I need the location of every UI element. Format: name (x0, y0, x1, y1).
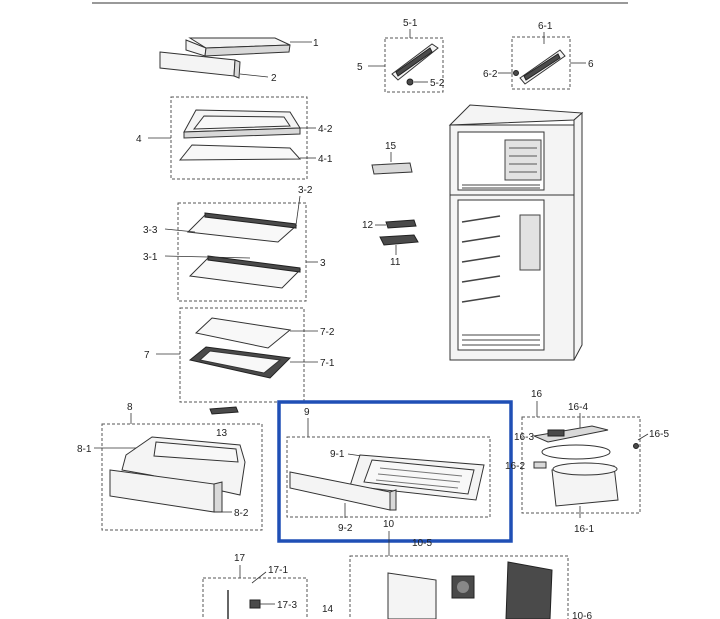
part-9-1-tray[interactable] (349, 454, 485, 501)
label-10-6: 10-6 (572, 611, 592, 619)
group-5-box (384, 37, 444, 93)
label-4: 4 (136, 134, 142, 145)
label-3: 3 (320, 258, 326, 269)
label-7-1: 7-1 (320, 358, 335, 369)
label-17-1: 17-1 (268, 565, 288, 576)
label-8-1: 8-1 (77, 444, 92, 455)
part-16-4-cover[interactable] (532, 425, 609, 443)
part-7-2-crisper-glass[interactable] (194, 317, 292, 349)
label-2: 2 (271, 73, 277, 84)
label-8-2: 8-2 (234, 508, 249, 519)
label-3-1: 3-1 (143, 252, 158, 263)
label-1: 1 (313, 38, 319, 49)
group-3-box (177, 202, 307, 302)
label-9: 9 (304, 407, 310, 418)
label-8: 8 (127, 402, 133, 413)
group-7-box (179, 307, 305, 403)
label-4-2: 4-2 (318, 124, 333, 135)
part-6-1-hinge[interactable] (519, 49, 566, 85)
label-5: 5 (357, 62, 363, 73)
label-16-3: 16-3 (514, 432, 534, 443)
part-7-1-crisper-cover[interactable] (188, 346, 292, 379)
part-10-5-assembly[interactable] (387, 561, 553, 619)
label-5-2: 5-2 (430, 78, 445, 89)
group-9-box (286, 436, 491, 518)
part-16-1-bin[interactable] (551, 462, 619, 507)
part-12[interactable] (385, 219, 417, 229)
part-4-2-shelf-frame[interactable] (183, 109, 301, 139)
label-3-2: 3-2 (298, 185, 313, 196)
part-8-2-drawer-front[interactable] (109, 469, 223, 513)
label-6: 6 (588, 59, 594, 70)
label-5-1: 5-1 (403, 18, 418, 29)
part-3-3-glass-shelf[interactable] (186, 212, 298, 243)
part-13[interactable] (209, 406, 239, 415)
part-5-1-hinge-cover[interactable] (391, 43, 439, 81)
label-6-1: 6-1 (538, 21, 553, 32)
part-15[interactable] (371, 162, 413, 175)
part-16-2[interactable] (533, 461, 547, 469)
part-16-3-gasket[interactable] (541, 444, 611, 460)
label-6-2: 6-2 (483, 69, 498, 80)
label-16-2: 16-2 (505, 461, 525, 472)
part-1-freezer-guard[interactable] (185, 37, 291, 57)
label-4-1: 4-1 (318, 154, 333, 165)
label-7-2: 7-2 (320, 327, 335, 338)
label-13: 13 (216, 428, 228, 439)
label-16-5: 16-5 (649, 429, 669, 440)
label-17: 17 (234, 553, 246, 564)
label-10: 10 (383, 519, 395, 530)
label-3-3: 3-3 (143, 225, 158, 236)
group-16-box (521, 416, 641, 514)
group-10-box (349, 555, 569, 619)
label-14: 14 (322, 604, 334, 615)
part-11[interactable] (379, 234, 419, 246)
label-16-4: 16-4 (568, 402, 588, 413)
label-10-5: 10-5 (412, 538, 432, 549)
part-5-2-screw[interactable] (406, 78, 414, 86)
part-3-1-glass-shelf[interactable] (188, 255, 302, 289)
part-4-1-glass[interactable] (178, 144, 302, 161)
label-17-3: 17-3 (277, 600, 297, 611)
label-16: 16 (531, 389, 543, 400)
refrigerator-cabinet (448, 104, 584, 361)
label-15: 15 (385, 141, 397, 152)
label-12: 12 (362, 220, 374, 231)
highlight-box-part-9[interactable] (277, 400, 513, 543)
label-7: 7 (144, 350, 150, 361)
part-16-5[interactable] (633, 443, 639, 449)
group-8-box (101, 423, 263, 531)
group-17-box (202, 577, 308, 619)
label-9-1: 9-1 (330, 449, 345, 460)
part-2-guard-front[interactable] (159, 51, 241, 79)
part-9-2-tray-front[interactable] (289, 471, 397, 511)
label-9-2: 9-2 (338, 523, 353, 534)
label-11: 11 (390, 257, 401, 268)
part-17-3-sensor[interactable] (249, 599, 261, 609)
label-16-1: 16-1 (574, 524, 594, 535)
part-6-2-screw[interactable] (513, 70, 519, 76)
